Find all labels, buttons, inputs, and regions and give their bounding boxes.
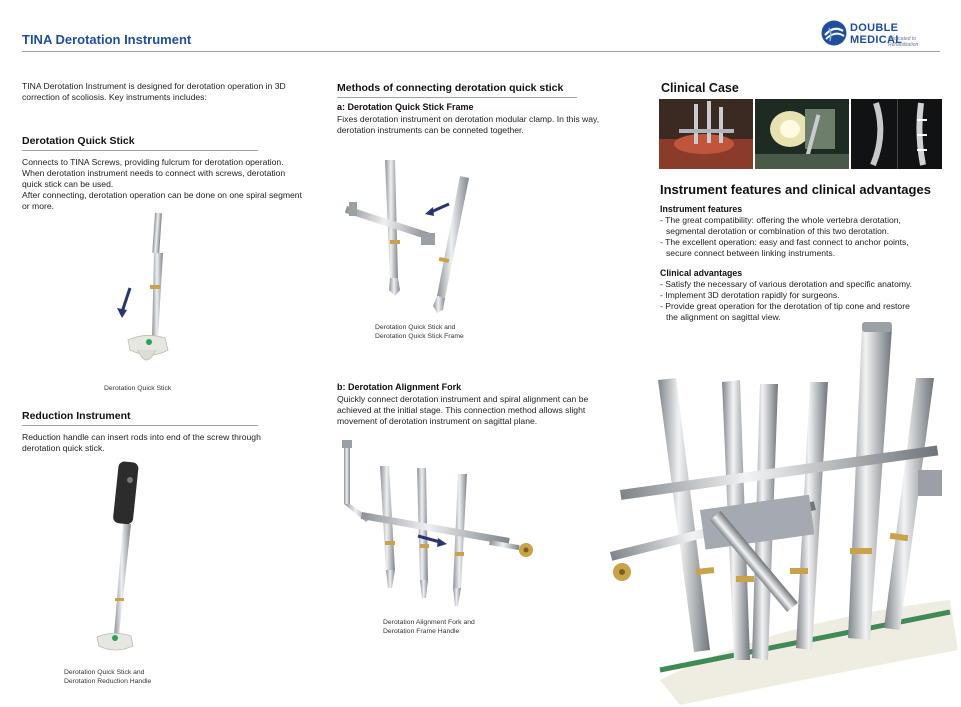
- feature-item-2-line-1: - The excellent operation: easy and fast…: [660, 237, 909, 247]
- method-b-caption-line-2: Derotation Frame Handle: [383, 628, 460, 635]
- reduction-caption-line-2: Derotation Reduction Handle: [64, 678, 152, 685]
- logo-wordmark: DOUBLE MEDICAL: [850, 22, 903, 46]
- left-arrow-icon: [430, 202, 450, 214]
- assembled-instrument-illustration: [610, 322, 958, 705]
- method-a-text: Fixes derotation instrument on derotatio…: [337, 114, 600, 135]
- logo-globe-icon: [821, 20, 847, 46]
- method-a-caption-line-2: Derotation Quick Stick Frame: [375, 333, 464, 340]
- reduction-text: Reduction handle can insert rods into en…: [22, 432, 261, 453]
- method-a-caption-line-1: Derotation Quick Stick and: [375, 324, 456, 331]
- reduction-heading: Reduction Instrument: [22, 410, 131, 422]
- method-b-caption-line-1: Derotation Alignment Fork and: [383, 619, 475, 626]
- methods-heading: Methods of connecting derotation quick s…: [337, 82, 564, 94]
- title-divider: [22, 51, 940, 52]
- feature-item-1-line-2: segmental derotation or combination of t…: [666, 226, 890, 236]
- right-arrow-icon: [417, 534, 441, 544]
- instrument-features-list: - The great compatibility: offering the …: [660, 215, 950, 259]
- feature-item-2-line-2: secure connect between linking instrumen…: [666, 248, 836, 258]
- advantage-item-3-line-1: - Provide great operation for the derota…: [660, 301, 910, 311]
- clinical-advantages-subheading: Clinical advantages: [660, 268, 743, 278]
- reduction-caption: Derotation Quick Stick and Derotation Re…: [64, 668, 151, 686]
- methods-rule: [337, 97, 577, 98]
- reduction-rule: [22, 425, 258, 426]
- logo-tagline: Dedicated to Rehabilitation: [888, 36, 919, 48]
- quick-stick-p1: Connects to TINA Screws, providing fulcr…: [22, 157, 286, 189]
- company-logo: DOUBLE MEDICAL Dedicated to Rehabilitati…: [820, 18, 945, 48]
- advantage-item-3-line-2: the alignment on sagittal view.: [666, 312, 781, 322]
- method-b-caption: Derotation Alignment Fork and Derotation…: [383, 618, 475, 636]
- intro-text: TINA Derotation Instrument is designed f…: [22, 81, 286, 102]
- reduction-caption-line-1: Derotation Quick Stick and: [64, 669, 145, 676]
- clinical-advantages-list: - Satisfy the necessary of various derot…: [660, 279, 950, 323]
- advantage-item-2: - Implement 3D derotation rapidly for su…: [660, 290, 840, 300]
- method-b-heading: b: Derotation Alignment Fork: [337, 382, 462, 392]
- method-a-caption: Derotation Quick Stick and Derotation Qu…: [375, 323, 464, 341]
- page-title: TINA Derotation Instrument: [22, 32, 192, 47]
- down-arrow-icon: [120, 287, 132, 313]
- method-a-heading: a: Derotation Quick Stick Frame: [337, 102, 474, 112]
- quick-stick-heading: Derotation Quick Stick: [22, 135, 135, 147]
- feature-item-1-line-1: - The great compatibility: offering the …: [660, 215, 901, 225]
- clinical-photo-xray: [851, 99, 942, 169]
- advantage-item-1: - Satisfy the necessary of various derot…: [660, 279, 913, 289]
- method-b-text: Quickly connect derotation instrument an…: [337, 394, 589, 426]
- reduction-illustration: [96, 461, 139, 651]
- quick-stick-p2: After connecting, derotation operation c…: [22, 190, 302, 211]
- instrument-features-subheading: Instrument features: [660, 204, 743, 214]
- quick-stick-illustration: [117, 212, 169, 361]
- quick-stick-frame-illustration: [345, 160, 469, 313]
- features-heading: Instrument features and clinical advanta…: [660, 182, 931, 197]
- clinical-photo-surgery-1: [659, 99, 753, 169]
- quick-stick-text: Connects to TINA Screws, providing fulcr…: [22, 157, 304, 212]
- alignment-fork-illustration: [342, 440, 533, 606]
- quick-stick-rule: [22, 150, 258, 151]
- clinical-case-heading: Clinical Case: [661, 81, 739, 95]
- clinical-photo-surgery-2: [755, 99, 849, 169]
- quick-stick-caption: Derotation Quick Stick: [104, 385, 172, 392]
